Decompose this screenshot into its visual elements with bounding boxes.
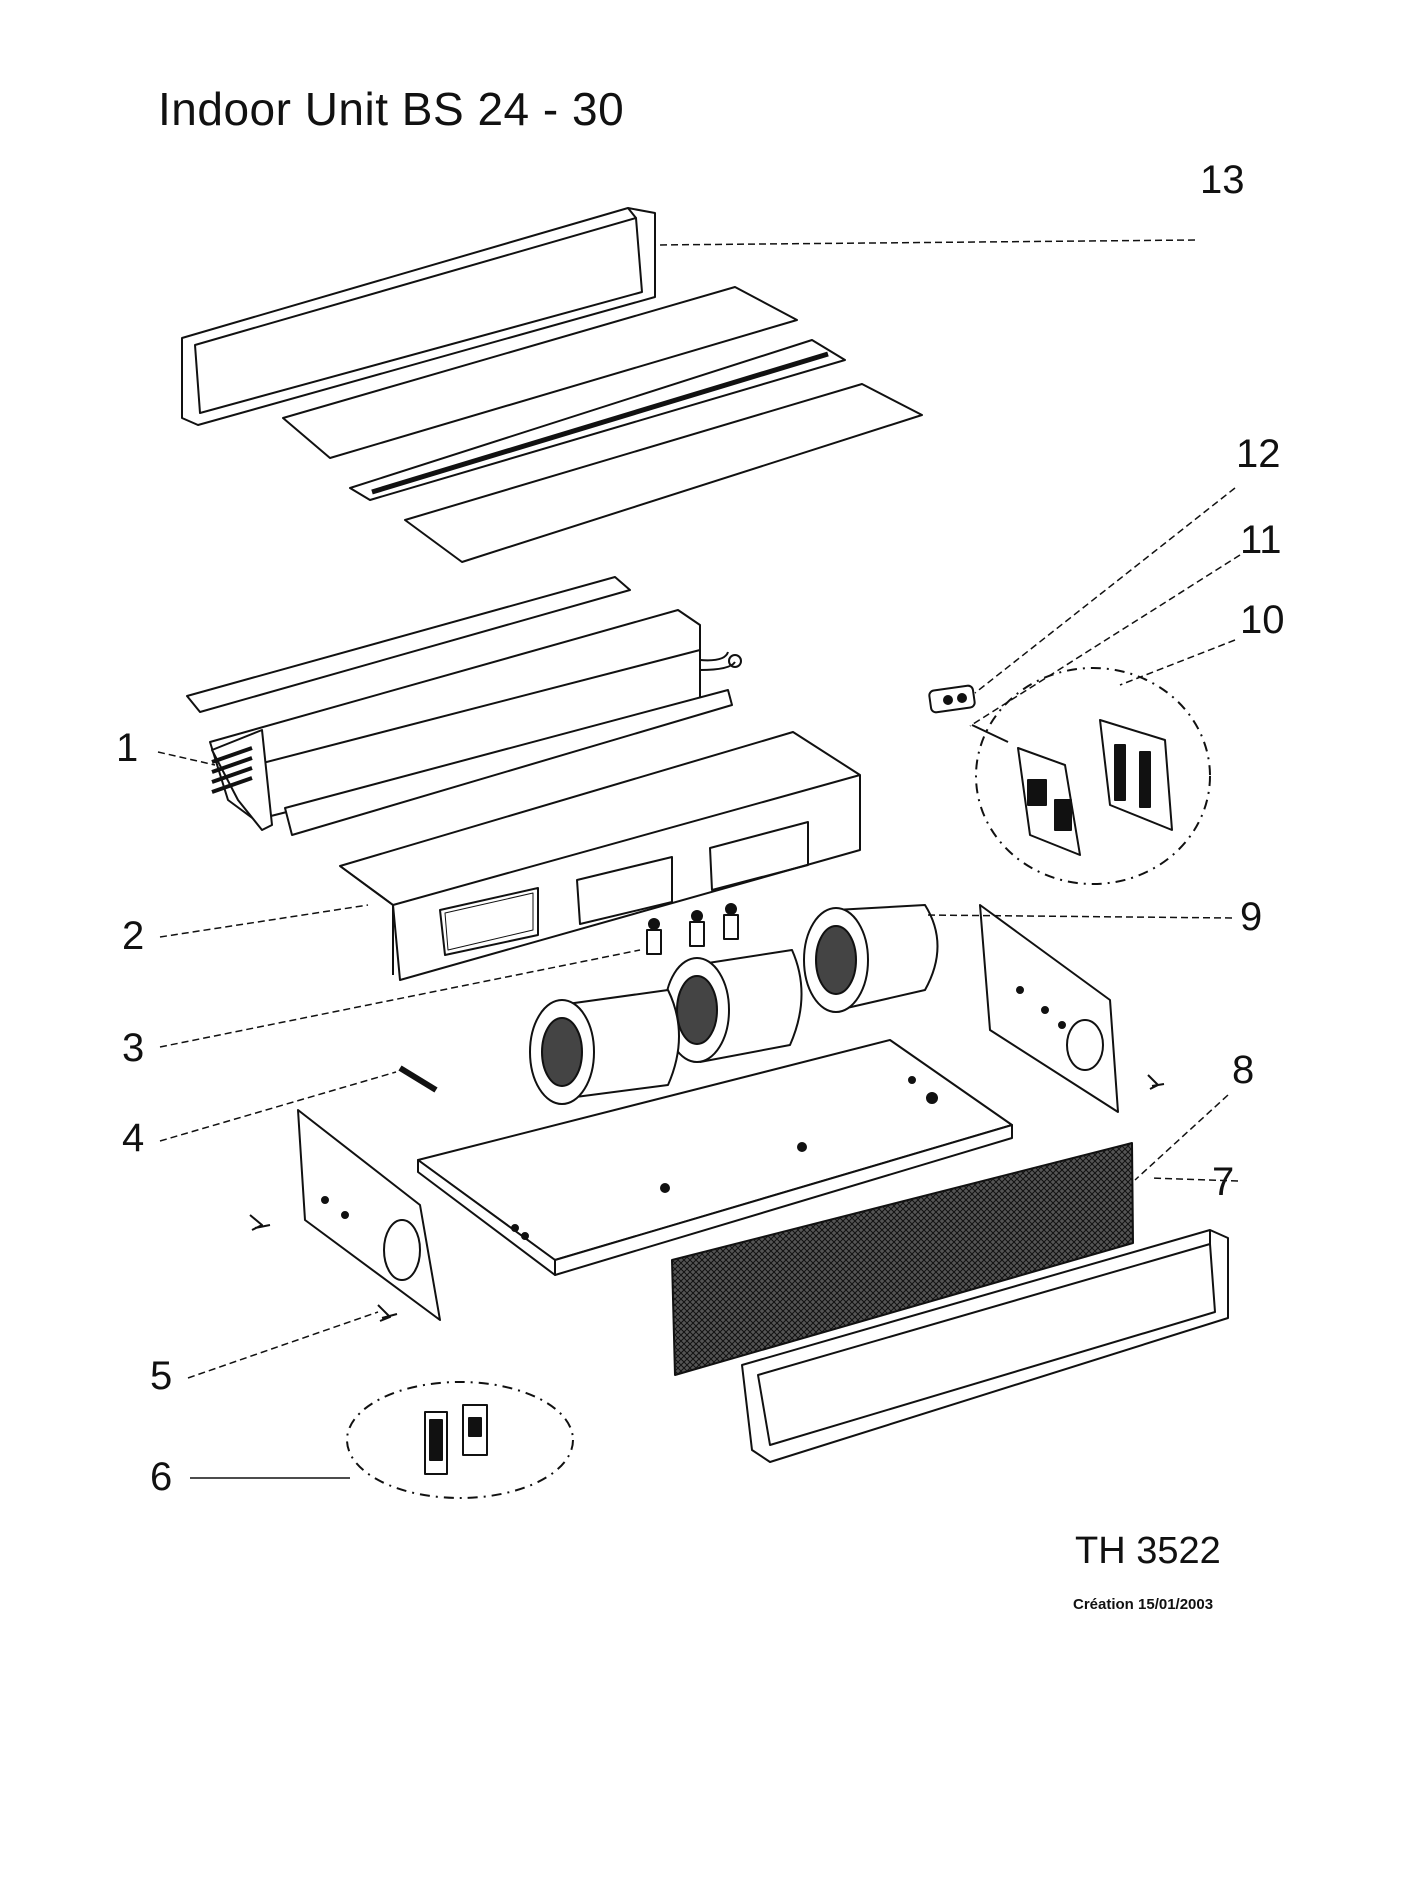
blower-assembly-part-9 <box>530 905 938 1104</box>
terminal-part-12 <box>929 685 976 713</box>
terminal-kit-part-6 <box>347 1382 573 1498</box>
base-plate <box>418 1040 1012 1275</box>
creation-date: Création 15/01/2003 <box>1073 1596 1214 1613</box>
control-box-part-10 <box>976 668 1210 884</box>
callout-11: 11 <box>1240 518 1282 562</box>
callout-12: 12 <box>1236 432 1281 476</box>
callout-7: 7 <box>1212 1160 1235 1204</box>
leader-lines <box>158 240 1240 1478</box>
callout-1: 1 <box>116 726 139 770</box>
top-panel-upper <box>283 287 797 458</box>
callout-4: 4 <box>122 1116 145 1160</box>
screw-part-4 <box>400 1068 436 1090</box>
filter-part-8 <box>672 1143 1133 1375</box>
side-plate-left <box>298 1110 440 1320</box>
top-frame-part-13 <box>182 208 655 425</box>
component-part-11 <box>972 725 1008 742</box>
bushings-part-3 <box>647 904 738 954</box>
callout-5: 5 <box>150 1354 173 1398</box>
callout-3: 3 <box>122 1026 145 1070</box>
callout-8: 8 <box>1232 1048 1255 1092</box>
callout-9: 9 <box>1240 895 1263 939</box>
fan-housing-part-2 <box>340 732 860 980</box>
callout-6: 6 <box>150 1455 173 1499</box>
top-rail <box>350 340 845 500</box>
bracket-right <box>1148 1075 1164 1089</box>
callout-2: 2 <box>122 914 145 958</box>
bracket-left <box>250 1215 270 1230</box>
callout-10: 10 <box>1240 598 1285 642</box>
drawing-code: TH 3522 <box>1075 1530 1221 1572</box>
side-plate-right <box>980 905 1118 1112</box>
grille-frame-part-7 <box>742 1230 1228 1462</box>
coil-assembly-part-1 <box>187 577 741 835</box>
mounting-foot-part-5 <box>378 1305 397 1321</box>
page-title: Indoor Unit BS 24 - 30 <box>158 83 625 135</box>
callout-13: 13 <box>1200 158 1245 202</box>
top-panel-lower <box>405 384 922 562</box>
